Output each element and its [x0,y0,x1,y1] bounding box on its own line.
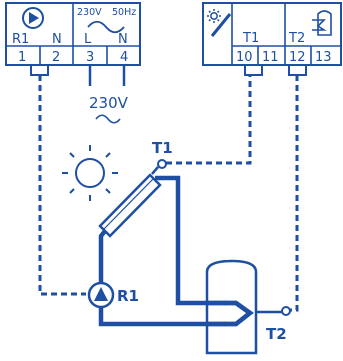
terminal-12: 12 [289,50,306,65]
storage-tank [205,259,258,355]
solar-collector [98,173,162,238]
connector-lug-t2 [288,65,307,76]
circulation-pump-icon [87,281,115,309]
mains-voltage-label: 230V [89,94,129,112]
signal-wires [38,75,299,312]
ac-wave-icon [87,20,125,34]
terminal-1: 1 [18,50,26,65]
terminal-2: 2 [52,50,60,65]
pump-label: R1 [117,287,139,305]
header-frequency: 50Hz [112,7,136,18]
hydraulic-pipes [98,175,226,327]
header-t2: T2 [288,31,305,46]
t2-sensor-icon [281,306,291,316]
terminal-13: 13 [315,50,332,65]
terminal-11: 11 [262,50,279,65]
header-t1: T1 [242,31,259,46]
mains-leads [88,65,126,86]
connector-lug-t1 [244,65,263,76]
mains-ac-icon [95,114,121,124]
header-l: L [84,32,92,47]
header-voltage: 230V [77,7,102,18]
t1-sensor-icon [157,159,167,169]
sun-icon [62,145,118,201]
header-r1: R1 [12,32,29,47]
header-n2: N [118,32,128,47]
t1-sensor-probe [151,166,159,175]
terminal-3: 3 [86,50,94,65]
terminal-4: 4 [120,50,128,65]
pump-symbol-icon [22,7,44,29]
connector-lug-left [30,65,49,76]
terminal-10: 10 [236,50,253,65]
header-n: N [52,32,62,47]
coil-inside-tank [207,300,254,327]
tank-symbol-icon [312,10,332,36]
tank-sensor-label: T2 [266,325,287,343]
collector-symbol-icon [207,9,232,37]
collector-sensor-label: T1 [152,139,173,157]
